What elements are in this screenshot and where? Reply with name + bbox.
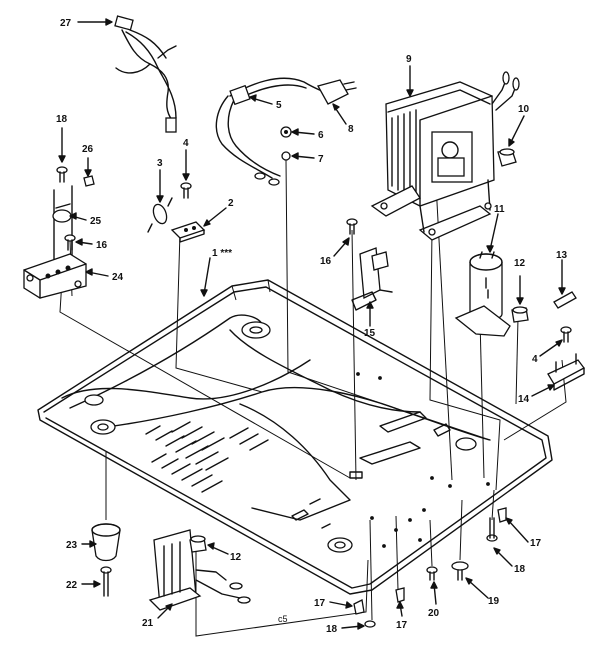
callout-19: 19 xyxy=(488,596,500,607)
screw-4-left xyxy=(180,182,192,199)
callout-6: 6 xyxy=(318,130,324,141)
screw-18 xyxy=(56,166,68,183)
screw-16-mid xyxy=(346,218,358,235)
callout-1: 1 *** xyxy=(212,248,232,259)
clip-26 xyxy=(83,175,95,187)
callout-16-mid: 16 xyxy=(320,256,332,267)
callout-23: 23 xyxy=(66,540,78,551)
nut-6 xyxy=(280,126,292,138)
base-plate xyxy=(37,279,553,595)
assembly-lines xyxy=(59,159,567,637)
callout-18-bottom-left: 18 xyxy=(326,624,338,635)
callout-4-right: 4 xyxy=(532,354,538,365)
bottom-screws xyxy=(353,507,507,628)
callout-25: 25 xyxy=(90,216,102,227)
callout-2: 2 xyxy=(228,198,234,209)
callout-24: 24 xyxy=(112,272,124,283)
callout-15: 15 xyxy=(364,328,376,339)
callout-20: 20 xyxy=(428,608,440,619)
washer-7 xyxy=(281,151,291,161)
callout-21: 21 xyxy=(142,618,154,629)
callout-5: 5 xyxy=(276,100,282,111)
callout-labels: 27 18 26 3 4 5 8 9 10 6 7 25 2 16 24 1 *… xyxy=(56,18,568,635)
callout-arrows xyxy=(58,18,566,630)
nut-10 xyxy=(497,148,517,167)
terminal-block-24 xyxy=(23,253,87,299)
callout-14: 14 xyxy=(518,394,530,405)
callout-16-left: 16 xyxy=(96,240,108,251)
power-cord-5-8 xyxy=(215,77,357,186)
callout-11: 11 xyxy=(494,204,505,215)
callout-17-bottom-left: 17 xyxy=(314,598,326,609)
switch-2 xyxy=(170,221,206,243)
fuse-13 xyxy=(553,291,577,309)
callout-27: 27 xyxy=(60,18,72,29)
callout-22: 22 xyxy=(66,580,78,591)
screw-4-right xyxy=(560,326,572,343)
transformer-9 xyxy=(370,71,520,241)
wire-harness-27 xyxy=(114,15,177,133)
callout-26: 26 xyxy=(82,144,94,155)
callout-17-bottom-mid: 17 xyxy=(396,620,408,631)
fuse-holder-14 xyxy=(547,353,585,391)
vent-slots xyxy=(145,421,269,493)
bracket-21 xyxy=(148,529,251,611)
callout-12-bottom: 12 xyxy=(230,552,242,563)
foot-23 xyxy=(91,523,121,562)
callout-3: 3 xyxy=(157,158,163,169)
callout-10: 10 xyxy=(518,104,530,115)
nut-12-bottom xyxy=(189,535,207,553)
callout-18-top: 18 xyxy=(56,114,68,125)
callout-12-right: 12 xyxy=(514,258,526,269)
callout-13: 13 xyxy=(556,250,568,261)
callout-18-right: 18 xyxy=(514,564,526,575)
switch-15 xyxy=(351,247,393,311)
callout-17-right: 17 xyxy=(530,538,542,549)
thermal-cutout-25 xyxy=(52,185,73,263)
nut-12-right xyxy=(511,306,529,323)
fuse-3 xyxy=(147,197,173,233)
screw-16-left xyxy=(64,234,76,251)
screw-22 xyxy=(100,566,112,597)
callout-8: 8 xyxy=(348,124,354,135)
drawing-code: c5 xyxy=(278,614,288,624)
callout-9: 9 xyxy=(406,54,412,65)
callout-7: 7 xyxy=(318,154,324,165)
callout-4-left: 4 xyxy=(183,138,189,149)
capacitor-11 xyxy=(454,251,511,337)
